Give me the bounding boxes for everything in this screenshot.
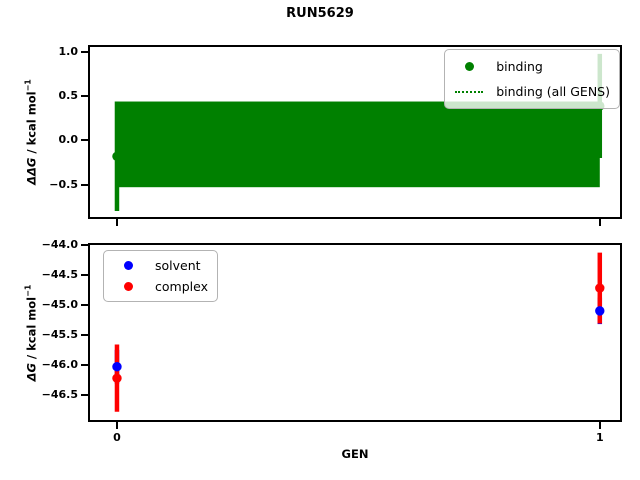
legend-dotted-line-icon <box>454 90 484 93</box>
legend-label: binding (all GENS) <box>496 84 610 99</box>
y-tick-mark <box>81 95 88 98</box>
legend-dot-icon <box>113 261 143 270</box>
solvent-marker <box>595 306 605 316</box>
solvent-marker <box>112 362 122 372</box>
y-tick-mark <box>81 273 88 276</box>
y-tick-label: −0.5 <box>49 177 78 191</box>
legend-marker-glyph <box>123 261 133 270</box>
legend-entry-binding: binding <box>454 54 610 79</box>
y-tick-label: −44.5 <box>41 267 78 281</box>
band-all-gens <box>116 101 600 188</box>
x-tick-label: 1 <box>595 431 604 444</box>
legend-label: complex <box>155 279 208 294</box>
y-tick-label: 1.0 <box>58 45 79 59</box>
y-tick-mark <box>81 333 88 336</box>
legend-entry-solvent: solvent <box>113 255 208 276</box>
legend-label: solvent <box>155 258 201 273</box>
y-tick-label: −46.5 <box>41 387 78 401</box>
x-tick-label: 0 <box>113 431 121 444</box>
y-tick-mark <box>81 183 88 186</box>
top-plot-legend: binding binding (all GENS) <box>444 49 620 109</box>
bottom-plot-legend: solvent complex <box>103 250 218 302</box>
legend-label: binding <box>496 59 543 74</box>
complex-marker <box>112 373 122 383</box>
legend-entry-complex: complex <box>113 276 208 297</box>
y-axis-label-exponent: −1 <box>23 284 33 297</box>
y-tick-label: 0.0 <box>58 133 79 147</box>
legend-marker-glyph <box>464 62 474 71</box>
y-tick-label: −46.0 <box>41 357 78 371</box>
x-tick-mark <box>598 422 601 429</box>
figure-title: RUN5629 <box>286 6 354 21</box>
y-tick-label: −44.0 <box>41 237 78 251</box>
complex-marker <box>595 283 605 293</box>
legend-marker-glyph <box>455 90 484 93</box>
y-tick-mark <box>81 51 88 54</box>
y-tick-mark <box>81 303 88 306</box>
bottom-plot-canvas <box>112 252 605 412</box>
x-tick-mark <box>115 219 118 226</box>
legend-marker-glyph <box>123 282 133 291</box>
binding-marker <box>112 151 122 161</box>
y-tick-label: −45.0 <box>41 297 78 311</box>
legend-dot-icon <box>113 282 143 291</box>
legend-entry-binding-all-gens-: binding (all GENS) <box>454 79 610 104</box>
y-tick-mark <box>81 363 88 366</box>
y-tick-mark <box>81 243 88 246</box>
y-tick-label: −45.5 <box>41 327 78 341</box>
y-tick-mark <box>81 393 88 396</box>
x-tick-mark <box>115 422 118 429</box>
y-tick-label: 0.5 <box>58 89 79 103</box>
y-tick-mark <box>81 139 88 142</box>
x-axis-label: GEN <box>341 447 369 461</box>
x-tick-mark <box>598 219 601 226</box>
legend-dot-icon <box>454 62 484 71</box>
